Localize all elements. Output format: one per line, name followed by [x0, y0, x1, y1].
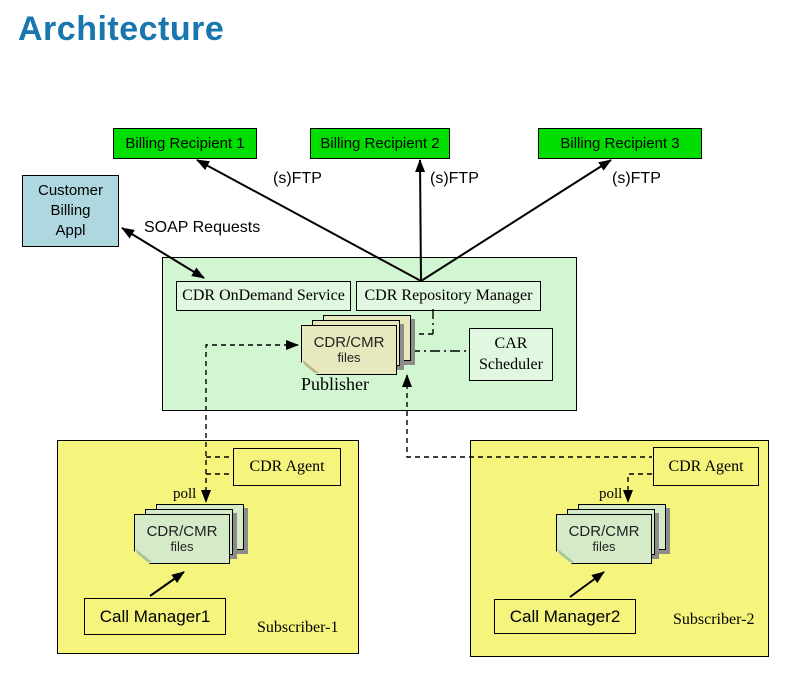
subscriber-2-container: CDR Agent poll CDR/CMR files Call Manage… [470, 440, 769, 657]
page-fold-corner [136, 549, 152, 562]
customer-box-line1: Customer [37, 181, 104, 199]
call-manager-2-box: Call Manager2 [494, 599, 636, 634]
publisher-container: CDR OnDemand Service CDR Repository Mana… [162, 257, 577, 411]
car-scheduler-line2: Scheduler [479, 355, 543, 373]
files-page-front: CDR/CMR files [556, 514, 652, 564]
files-label-line2: files [170, 539, 194, 555]
billing-recipient-1-box: Billing Recipient 1 [113, 128, 257, 159]
page-fold-corner [558, 549, 574, 562]
subscriber-2-poll-label: poll [599, 486, 623, 502]
subscriber-1-files-stack: CDR/CMR files [134, 504, 252, 566]
subscriber-2-files-stack: CDR/CMR files [556, 504, 674, 566]
subscriber-1-container: CDR Agent poll CDR/CMR files Call Manage… [57, 440, 359, 654]
sftp-label-1: (s)FTP [273, 170, 322, 187]
soap-requests-label: SOAP Requests [144, 219, 261, 236]
files-label-line2: files [337, 350, 361, 366]
files-page-front: CDR/CMR files [301, 325, 397, 375]
customer-box-line2: Billing [50, 201, 91, 219]
files-page-front: CDR/CMR files [134, 514, 230, 564]
sftp-label-3: (s)FTP [612, 170, 661, 187]
customer-billing-appl-box: Customer Billing Appl [22, 175, 119, 247]
billing-recipient-2-box: Billing Recipient 2 [310, 128, 450, 159]
diagram-title: Architecture [18, 10, 225, 48]
call-manager-1-box: Call Manager1 [84, 598, 226, 635]
cdr-ondemand-service-box: CDR OnDemand Service [176, 281, 351, 311]
files-label-line1: CDR/CMR [313, 333, 385, 351]
car-scheduler-box: CAR Scheduler [469, 328, 553, 381]
subscriber-2-cdr-agent-box: CDR Agent [653, 447, 759, 486]
car-scheduler-line1: CAR [494, 334, 528, 352]
publisher-files-stack: CDR/CMR files [301, 315, 419, 377]
files-label-line2: files [592, 539, 616, 555]
billing-recipient-3-box: Billing Recipient 3 [538, 128, 702, 159]
subscriber-1-cdr-agent-box: CDR Agent [233, 448, 341, 486]
customer-box-line3: Appl [55, 222, 86, 240]
subscriber-1-poll-label: poll [173, 486, 197, 502]
subscriber-2-label: Subscriber-2 [673, 611, 755, 628]
files-label-line1: CDR/CMR [146, 522, 218, 540]
cdr-repository-manager-box: CDR Repository Manager [356, 281, 541, 311]
subscriber-1-label: Subscriber-1 [257, 619, 339, 636]
publisher-label: Publisher [301, 374, 370, 394]
sftp-label-2: (s)FTP [430, 170, 479, 187]
page-fold-corner [303, 360, 319, 373]
files-label-line1: CDR/CMR [568, 522, 640, 540]
